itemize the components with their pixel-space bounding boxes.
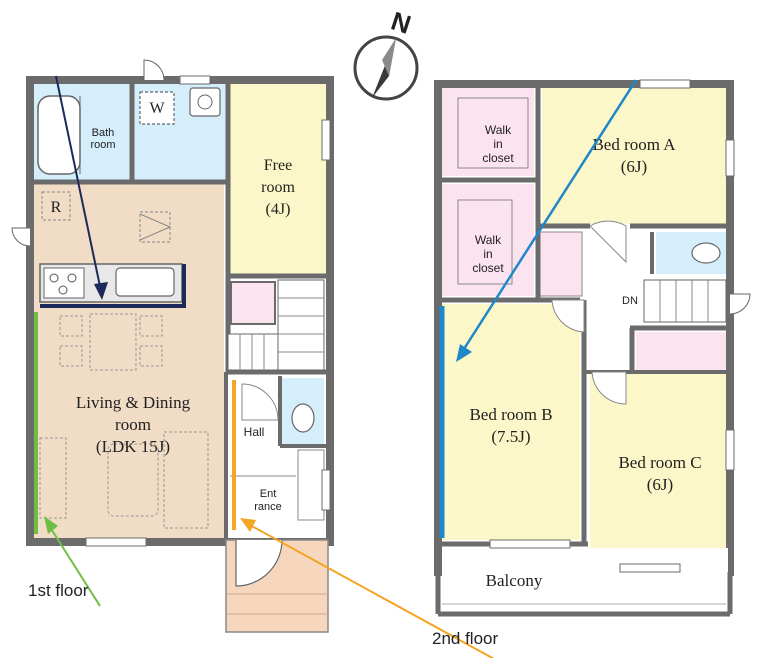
ldk-label: room <box>115 415 151 434</box>
door-icon <box>143 59 165 81</box>
storage-closet <box>230 281 276 325</box>
staircase <box>643 279 727 323</box>
shoe-cabinet <box>297 449 325 521</box>
living-furniture <box>39 431 209 529</box>
bedroom-c-closet <box>636 332 726 372</box>
second-floor-caption: 2nd floor <box>432 629 498 648</box>
bedroom-a-label: (6J) <box>621 157 647 176</box>
green-view-arrow <box>47 523 101 607</box>
view-arrows <box>44 75 638 661</box>
walk-in-closet-1 <box>442 88 534 176</box>
arrow-head-icon <box>456 344 472 362</box>
walk-in-closet-label: closet <box>472 261 504 275</box>
blue-view-arrow <box>460 79 638 353</box>
free-room-label: room <box>261 179 295 196</box>
free-room <box>230 84 326 274</box>
bedroom-a-label: Bed room A <box>592 135 676 154</box>
living-dining-room <box>34 184 224 538</box>
sink-icon <box>189 87 221 117</box>
windows-first-floor <box>85 75 331 547</box>
walk-in-closet-label: Walk <box>485 123 512 137</box>
windows-second-floor <box>489 79 735 573</box>
bedroom-c-label: Bed room C <box>618 453 701 472</box>
washer-icon <box>139 91 175 125</box>
arrow-head-icon <box>240 518 256 532</box>
toilet-icon <box>691 242 721 264</box>
toilet-icon <box>291 403 315 433</box>
free-room-label: Free <box>264 157 292 174</box>
first-floor-caption: 1st floor <box>28 581 89 600</box>
hall-label: Hall <box>244 425 265 439</box>
bedroom-c <box>590 372 726 568</box>
door-icon <box>11 227 31 247</box>
first-floor: Bath room W R Free room (4J) Living & Di… <box>11 59 334 633</box>
ldk-label: Living & Dining <box>76 393 191 412</box>
bedroom-c-label: (6J) <box>647 475 673 494</box>
staircase <box>227 279 325 371</box>
orange-view-arrow <box>247 523 497 661</box>
door-icon <box>729 293 751 315</box>
second-floor: Walk in closet Walk in closet Bed room A… <box>434 79 751 617</box>
bath-room-label: room <box>90 139 115 151</box>
balcony-label: Balcony <box>486 571 543 590</box>
dining-set <box>59 313 163 371</box>
free-room-label: (4J) <box>266 201 291 218</box>
bedroom-b <box>442 304 580 540</box>
entrance <box>230 476 296 534</box>
storage-closet <box>539 231 583 297</box>
compass-label: N <box>388 6 415 40</box>
ldk-label: (LDK 15J) <box>96 437 170 456</box>
bedroom-b-label: Bed room B <box>469 405 552 424</box>
fridge-icon <box>41 191 71 221</box>
washer-label: W <box>149 100 165 117</box>
kitchen-sink-icon <box>115 267 175 297</box>
stair-down-label: DN <box>622 295 638 307</box>
bedroom-b-label: (7.5J) <box>491 427 530 446</box>
bedroom-a <box>542 88 726 224</box>
walk-in-closet-label: in <box>483 247 492 261</box>
navy-view-arrow <box>55 75 103 297</box>
entrance-door-icon <box>235 539 283 587</box>
entrance-label: Ent <box>260 488 277 500</box>
balcony <box>442 548 728 610</box>
compass: N <box>353 6 419 101</box>
entrance-label: rance <box>254 501 282 513</box>
walk-in-closet-label: closet <box>482 151 514 165</box>
walk-in-closet-2 <box>442 184 534 296</box>
walk-in-closet-label: in <box>493 137 502 151</box>
arrow-head-icon <box>94 282 108 300</box>
stove-icon <box>43 267 85 299</box>
fridge-label: R <box>51 199 62 216</box>
bath-room-label: Bath <box>92 127 115 139</box>
arrow-head-icon <box>44 516 58 534</box>
walk-in-closet-label: Walk <box>475 233 502 247</box>
